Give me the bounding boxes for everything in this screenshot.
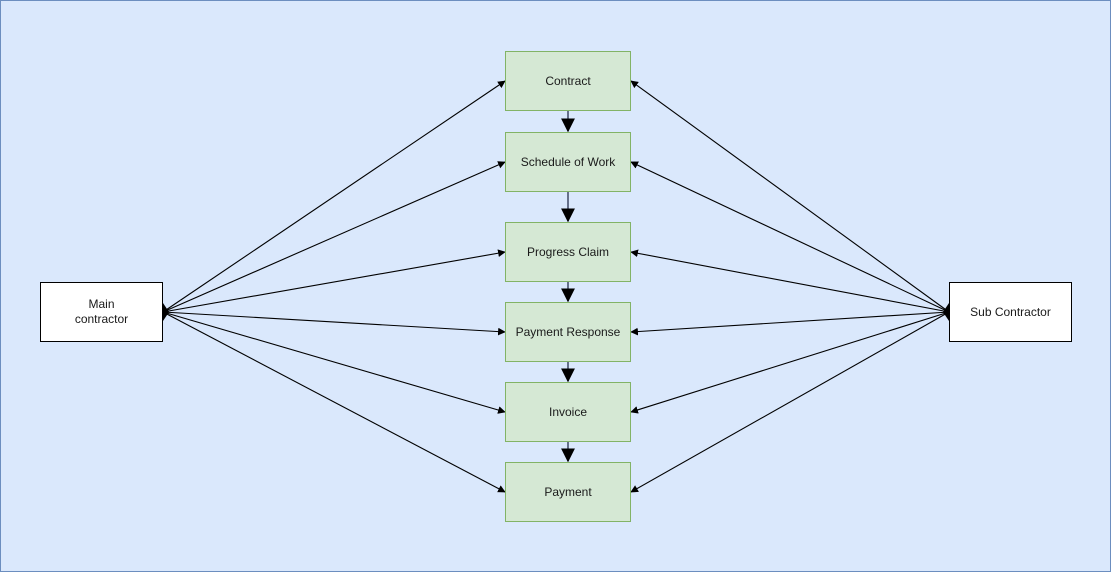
edge-main-contractor-to-progress-claim <box>162 249 506 313</box>
edge-main-contractor-to-payment <box>162 311 506 493</box>
edge-sub-contractor-to-invoice <box>630 311 950 414</box>
edge-sub-contractor-to-progress-claim <box>630 249 950 313</box>
node-contract[interactable]: Contract <box>505 51 631 111</box>
node-progress-claim[interactable]: Progress Claim <box>505 222 631 282</box>
node-progress-claim-label: Progress Claim <box>526 244 610 259</box>
node-invoice[interactable]: Invoice <box>505 382 631 442</box>
edge-sub-contractor-to-schedule-of-work <box>630 161 950 313</box>
edge-main-contractor-to-payment-response <box>162 311 506 336</box>
node-main-contractor-label: Main contractor <box>74 297 129 326</box>
node-schedule-of-work[interactable]: Schedule of Work <box>505 132 631 192</box>
node-main-contractor[interactable]: Main contractor <box>40 282 163 342</box>
party-edges-sub-contractor <box>630 80 950 493</box>
edge-main-contractor-to-invoice <box>162 311 506 414</box>
edge-main-contractor-to-schedule-of-work <box>162 161 506 313</box>
node-sub-contractor[interactable]: Sub Contractor <box>949 282 1072 342</box>
node-invoice-label: Invoice <box>548 404 588 419</box>
edge-sub-contractor-to-payment-response <box>630 311 950 336</box>
node-contract-label: Contract <box>545 73 591 88</box>
edge-main-contractor-to-contract <box>162 80 506 313</box>
edge-sub-contractor-to-payment <box>630 311 950 493</box>
node-payment-response-label: Payment Response <box>515 324 621 339</box>
node-payment-label: Payment <box>544 484 592 499</box>
node-payment[interactable]: Payment <box>505 462 631 522</box>
party-edges-main-contractor <box>162 80 506 493</box>
node-sub-contractor-label: Sub Contractor <box>970 304 1051 319</box>
node-schedule-of-work-label: Schedule of Work <box>520 154 616 169</box>
node-payment-response[interactable]: Payment Response <box>505 302 631 362</box>
edge-sub-contractor-to-contract <box>630 80 950 313</box>
